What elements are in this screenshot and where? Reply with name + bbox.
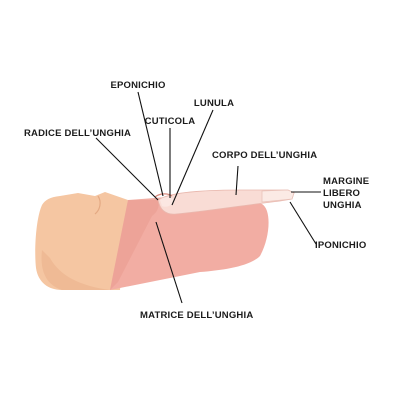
matrice-leader [155, 221, 183, 304]
label-margine-line1: MARGINE [323, 176, 369, 187]
eponichio-leader [137, 91, 164, 197]
label-iponichio: IPONICHIO [315, 240, 366, 251]
label-radice: RADICE DELL’UNGHIA [24, 128, 131, 139]
lunula-shape [160, 197, 175, 207]
label-cuticola: CUTICOLA [145, 116, 196, 127]
label-eponichio: EPONICHIO [110, 80, 165, 91]
finger-skin [35, 192, 128, 290]
cuticle-shape [154, 193, 173, 198]
nail-matrix [110, 200, 159, 290]
label-lunula: LUNULA [194, 98, 234, 109]
lunula-leader [171, 109, 214, 206]
label-margine-line3: UNGHIA [323, 200, 362, 211]
leader-lines [95, 91, 321, 304]
label-corpo: CORPO DELL’UNGHIA [212, 150, 317, 161]
knuckle-crease [94, 195, 101, 215]
nail-plate [157, 189, 295, 215]
label-margine-line2: LIBERO [323, 188, 360, 199]
nail-free-edge [261, 189, 295, 203]
corpo-leader [235, 165, 239, 196]
finger-skin-shadow [41, 250, 110, 290]
iponichio-leader [289, 201, 317, 245]
radice-leader [95, 137, 159, 201]
label-matrice: MATRICE DELL’UNGHIA [140, 310, 253, 321]
